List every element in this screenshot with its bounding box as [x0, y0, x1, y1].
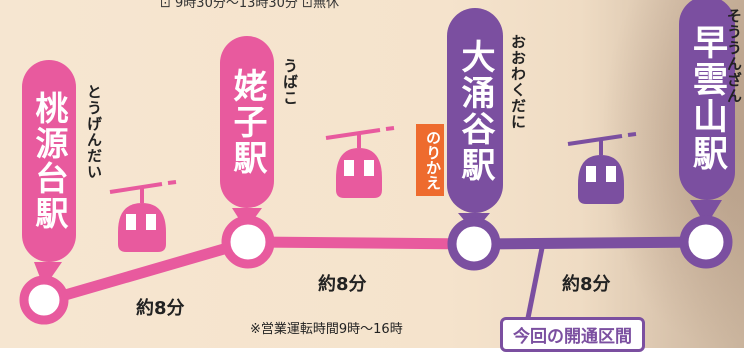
station-reading-ubako: うばこ	[281, 58, 299, 106]
travel-time-1: 約8分	[136, 298, 185, 319]
top-note: ⊡ 9時30分～13時30分 ⊡無休	[160, 0, 339, 11]
station-circle-sounzan	[679, 215, 733, 269]
operating-hours-note: ※営業運転時間9時～16時	[250, 322, 403, 337]
transfer-badge: のりかえ	[416, 124, 444, 196]
station-name-sounzan: 早雲山駅	[679, 0, 735, 200]
travel-time-2: 約8分	[318, 274, 367, 295]
travel-time-3: 約8分	[562, 274, 611, 295]
station-circle-tougendai	[19, 275, 69, 325]
gondola-icon	[109, 180, 177, 252]
station-circle-owakudani	[447, 217, 501, 271]
new-section-label: 今回の開通区間	[500, 317, 645, 352]
gondola-icon	[325, 126, 395, 198]
station-circle-ubako	[221, 215, 275, 269]
station-reading-sounzan: そううんざん	[725, 8, 743, 104]
track-segment-1	[46, 236, 250, 306]
new-section-pointer	[525, 247, 545, 319]
track-segment-3	[473, 236, 709, 250]
gondola-icon	[567, 132, 637, 204]
track-segment-2	[247, 236, 475, 250]
station-reading-owakudani: おおわくだに	[509, 34, 527, 130]
pointer-sounzan	[690, 200, 722, 226]
station-name-owakudani: 大涌谷駅	[447, 8, 503, 213]
station-name-ubako: 姥子駅	[220, 36, 274, 208]
station-name-tougendai: 桃源台駅	[22, 60, 76, 262]
pointer-tougendai	[34, 262, 62, 288]
station-reading-tougendai: とうげんだい	[85, 84, 103, 180]
